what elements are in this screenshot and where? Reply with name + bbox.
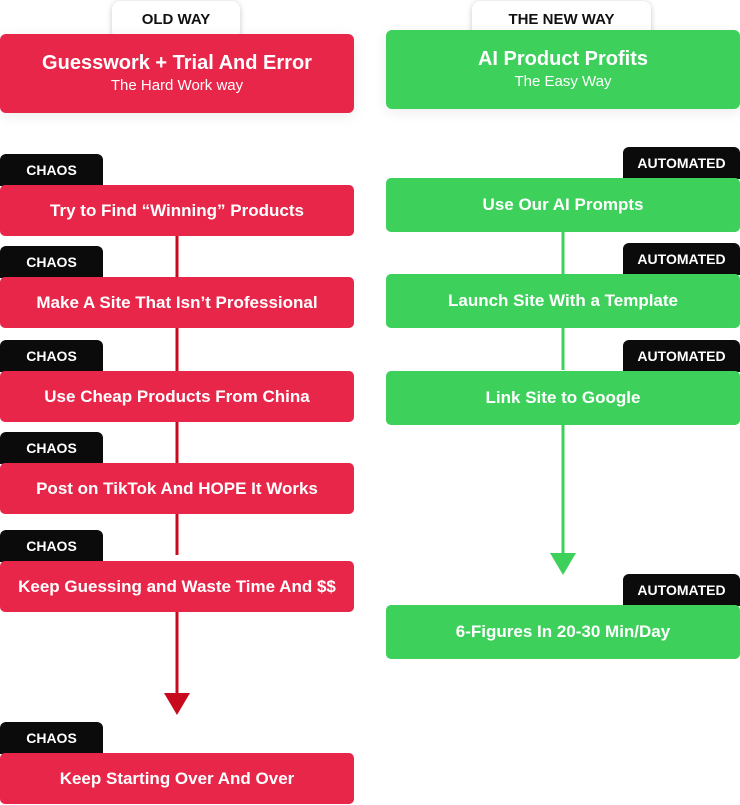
old-way-tab: OLD WAY bbox=[112, 1, 240, 39]
chaos-label: CHAOS bbox=[0, 154, 103, 186]
chaos-label: CHAOS bbox=[0, 246, 103, 278]
chaos-label: CHAOS bbox=[0, 530, 103, 562]
old-step-5: Keep Guessing and Waste Time And $$ bbox=[0, 561, 354, 612]
old-way-header: Guesswork + Trial And Error The Hard Wor… bbox=[0, 34, 354, 113]
new-step-3: Link Site to Google bbox=[386, 371, 740, 425]
chaos-label: CHAOS bbox=[0, 340, 103, 372]
automated-label: AUTOMATED bbox=[623, 147, 740, 179]
automated-label: AUTOMATED bbox=[623, 340, 740, 372]
new-way-subtitle: The Easy Way bbox=[514, 73, 612, 90]
new-step-1: Use Our AI Prompts bbox=[386, 178, 740, 232]
new-way-header: AI Product Profits The Easy Way bbox=[386, 30, 740, 109]
chaos-label: CHAOS bbox=[0, 722, 103, 754]
new-step-2: Launch Site With a Template bbox=[386, 274, 740, 328]
old-step-4: Post on TikTok And HOPE It Works bbox=[0, 463, 354, 514]
new-step-4: 6-Figures In 20-30 Min/Day bbox=[386, 605, 740, 659]
automated-label: AUTOMATED bbox=[623, 574, 740, 606]
old-step-1: Try to Find “Winning” Products bbox=[0, 185, 354, 236]
old-step-6: Keep Starting Over And Over bbox=[0, 753, 354, 804]
chaos-label: CHAOS bbox=[0, 432, 103, 464]
old-step-2: Make A Site That Isn’t Professional bbox=[0, 277, 354, 328]
old-way-title: Guesswork + Trial And Error bbox=[42, 52, 312, 74]
old-step-3: Use Cheap Products From China bbox=[0, 371, 354, 422]
automated-label: AUTOMATED bbox=[623, 243, 740, 275]
old-way-subtitle: The Hard Work way bbox=[110, 77, 244, 94]
new-way-title: AI Product Profits bbox=[477, 48, 648, 70]
